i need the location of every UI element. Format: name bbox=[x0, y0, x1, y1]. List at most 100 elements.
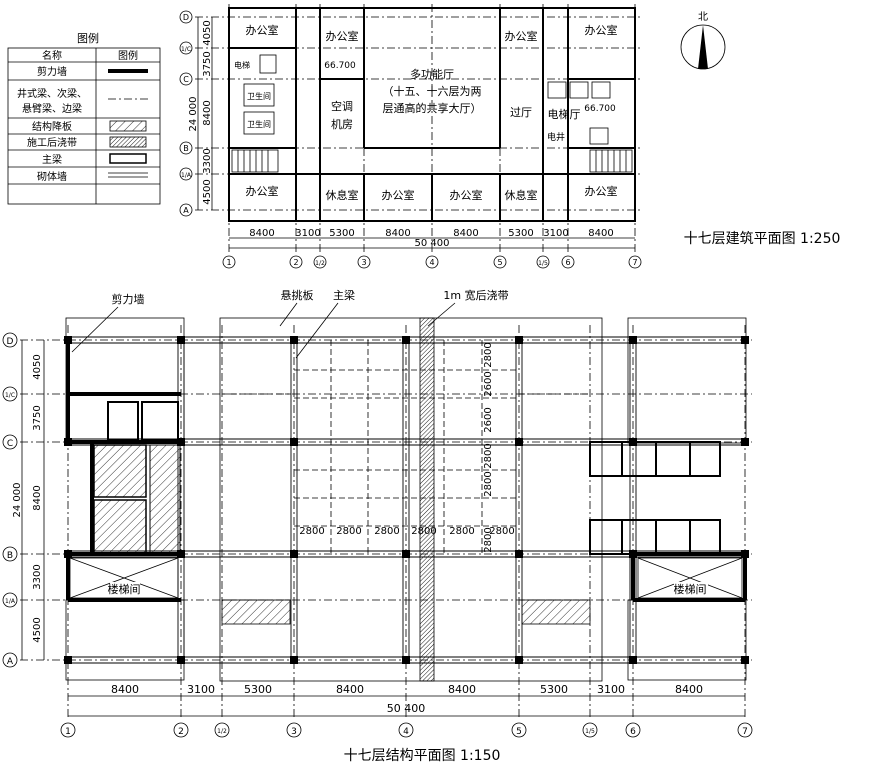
room-office: 办公室 bbox=[505, 29, 538, 43]
axis-col-label: 1/5 bbox=[585, 728, 595, 735]
dim-total: 50 400 bbox=[387, 702, 426, 715]
dim-col: 3100 bbox=[543, 228, 568, 239]
arch-plan-title: 十七层建筑平面图 1:250 bbox=[684, 231, 841, 247]
dim-row: 4500 bbox=[32, 617, 43, 642]
bay-dim: 2800 bbox=[411, 526, 436, 537]
room-office: 办公室 bbox=[450, 188, 483, 202]
legend-table: 图例 名称 图例 剪力墙 井式梁、次梁、 悬臂梁、边梁 结构降板 施工后浇带 主… bbox=[7, 31, 161, 205]
bay-dim: 2800 bbox=[483, 342, 494, 367]
dim-col: 5300 bbox=[508, 228, 533, 239]
dim-row: 3750 bbox=[202, 51, 213, 76]
room-ac: 空调 bbox=[331, 99, 353, 113]
bay-dim: 2800 bbox=[299, 526, 324, 537]
axis-row-label: 1/A bbox=[5, 598, 16, 605]
dim-col: 3100 bbox=[597, 683, 625, 696]
axis-col-label: 2 bbox=[178, 727, 184, 737]
dim-col: 5300 bbox=[540, 683, 568, 696]
dim-col: 8400 bbox=[111, 683, 139, 696]
struct-plan: 楼梯间 楼梯间 2800 2800 2800 2800 2800 2800 28… bbox=[2, 288, 753, 764]
room-ac: 机房 bbox=[331, 117, 353, 131]
axis-row-label: 1/C bbox=[181, 46, 191, 53]
axis-col-label: 1 bbox=[226, 258, 231, 267]
axis-row-label: 1/C bbox=[5, 392, 15, 399]
dim-col: 8400 bbox=[448, 683, 476, 696]
legend-col-name: 名称 bbox=[42, 49, 62, 62]
axis-col-label: 7 bbox=[742, 727, 748, 737]
room-rest: 休息室 bbox=[326, 188, 359, 202]
room-elec-well: 电井 bbox=[547, 131, 565, 143]
bay-dim: 2800 bbox=[483, 471, 494, 496]
dim-col: 5300 bbox=[244, 683, 272, 696]
level-mark: 66.700 bbox=[324, 61, 356, 71]
double-line-box-icon bbox=[109, 153, 147, 164]
axis-row-label: 1/A bbox=[181, 172, 192, 179]
room-elevator: 电梯 bbox=[234, 60, 250, 70]
dim-col: 8400 bbox=[385, 228, 410, 239]
room-office: 办公室 bbox=[585, 23, 618, 37]
dim-row: 3300 bbox=[32, 564, 43, 589]
axis-col-label: 7 bbox=[632, 258, 637, 267]
dim-col: 8400 bbox=[336, 683, 364, 696]
stair-left-label: 楼梯间 bbox=[108, 582, 141, 596]
axis-col-label: 5 bbox=[497, 258, 502, 267]
dim-total: 24 000 bbox=[12, 483, 23, 518]
room-office: 办公室 bbox=[326, 29, 359, 43]
room-multi-hall-note: （十五、十六层为两 bbox=[383, 84, 482, 98]
dim-total: 24 000 bbox=[188, 97, 199, 132]
legend-row-name: 剪力墙 bbox=[37, 65, 67, 78]
north-label: 北 bbox=[698, 11, 708, 23]
bay-dim: 2800 bbox=[483, 527, 494, 552]
axis-col-label: 1/2 bbox=[315, 260, 325, 267]
label-shear-wall: 剪力墙 bbox=[112, 292, 145, 306]
axis-col-label: 6 bbox=[630, 727, 636, 737]
dense-hatch-icon bbox=[109, 136, 147, 148]
legend-row-name-line1: 井式梁、次梁、 bbox=[17, 87, 87, 100]
dim-col: 3100 bbox=[295, 228, 320, 239]
dim-row: 4050 bbox=[32, 354, 43, 379]
dim-col: 5300 bbox=[329, 228, 354, 239]
axis-col-label: 1 bbox=[65, 727, 71, 737]
level-mark: 66.700 bbox=[584, 104, 616, 114]
north-arrow-icon bbox=[698, 25, 708, 69]
room-toilet: 卫生间 bbox=[247, 91, 271, 101]
legend-row-name: 主梁 bbox=[42, 153, 62, 166]
dim-col: 8400 bbox=[675, 683, 703, 696]
legend-row-name: 施工后浇带 bbox=[27, 136, 77, 149]
dim-row: 3750 bbox=[32, 405, 43, 430]
label-post-pour: 1m 宽后浇带 bbox=[443, 288, 508, 302]
label-main-beam: 主梁 bbox=[333, 288, 355, 302]
axis-col-label: 2 bbox=[293, 258, 298, 267]
dim-row: 8400 bbox=[202, 100, 213, 125]
room-toilet: 卫生间 bbox=[247, 119, 271, 129]
axis-row-label: D bbox=[183, 13, 189, 22]
axis-col-label: 6 bbox=[565, 258, 570, 267]
legend-row-name-line2: 悬臂梁、边梁 bbox=[22, 102, 82, 115]
axis-row-label: C bbox=[7, 439, 13, 449]
legend-row-name: 砌体墙 bbox=[37, 170, 67, 183]
axis-row-label: B bbox=[183, 144, 189, 153]
dim-row: 4500 bbox=[202, 179, 213, 204]
bay-dim: 2800 bbox=[449, 526, 474, 537]
dim-col: 8400 bbox=[588, 228, 613, 239]
dim-col: 8400 bbox=[453, 228, 478, 239]
axis-col-label: 4 bbox=[403, 727, 409, 737]
dim-total: 50 400 bbox=[415, 238, 450, 249]
axis-row-label: A bbox=[7, 657, 14, 667]
room-rest: 休息室 bbox=[505, 188, 538, 202]
bay-dim: 2800 bbox=[336, 526, 361, 537]
arch-plan: 办公室 办公室 办公室 办公室 多功能厅 （十五、十六层为两 层通高的共享大厅）… bbox=[179, 4, 841, 269]
room-office: 办公室 bbox=[382, 188, 415, 202]
struct-plan-title: 十七层结构平面图 1:150 bbox=[344, 748, 501, 764]
dim-row: 8400 bbox=[32, 485, 43, 510]
legend-title: 图例 bbox=[77, 31, 99, 45]
bay-dim: 2600 bbox=[483, 371, 494, 396]
axis-row-label: D bbox=[7, 337, 14, 347]
axis-col-label: 4 bbox=[429, 258, 434, 267]
axis-col-label: 1/2 bbox=[217, 728, 227, 735]
axis-col-label: 3 bbox=[361, 258, 366, 267]
room-multi-hall: 多功能厅 bbox=[410, 67, 454, 81]
bay-dim: 2800 bbox=[374, 526, 399, 537]
bay-dim: 2600 bbox=[483, 407, 494, 432]
legend-col-icon: 图例 bbox=[118, 49, 138, 62]
